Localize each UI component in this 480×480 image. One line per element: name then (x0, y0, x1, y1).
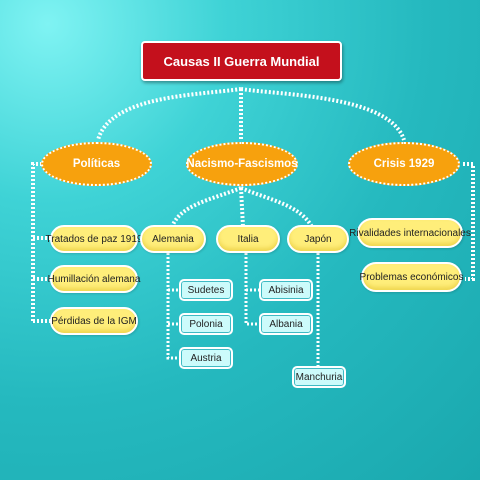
alemania-item-polonia: Polonia (179, 313, 233, 335)
connector-nacismo-italia (239, 187, 245, 228)
category-nacismo-fascismos: Nacismo-Fascismos (186, 142, 298, 186)
connector-root-crisis (240, 87, 406, 141)
connector-alemania-spine (166, 253, 178, 360)
nacismo-item-japon: Japón (287, 225, 349, 253)
nacismo-item-alemania: Alemania (140, 225, 206, 253)
connector-nacismo-japon (240, 186, 314, 229)
politicas-item-perdidas: Pérdidas de la IGM (50, 307, 138, 335)
category-crisis-1929: Crisis 1929 (348, 142, 460, 186)
politicas-item-tratados: Tratados de paz 1919 (46, 225, 142, 253)
crisis-item-rivalidades: Rivalidades internacionales (349, 218, 471, 248)
connector-nacismo-alemania (170, 186, 242, 228)
japon-item-manchuria: Manchuria (292, 366, 346, 388)
politicas-item-humillacion: Humillación alemana (48, 265, 140, 293)
connector-crisis-spine (463, 162, 475, 281)
alemania-item-sudetes: Sudetes (179, 279, 233, 301)
alemania-item-austria: Austria (179, 347, 233, 369)
italia-item-albania: Albania (259, 313, 313, 335)
connector-politicas-spine (31, 162, 42, 322)
category-politicas: Políticas (41, 142, 152, 186)
connector-root-politicas (96, 87, 242, 141)
crisis-item-problemas: Problemas económicos (360, 262, 463, 292)
italia-item-abisinia: Abisinia (259, 279, 313, 301)
nacismo-item-italia: Italia (216, 225, 280, 253)
root-node: Causas II Guerra Mundial (141, 41, 342, 81)
